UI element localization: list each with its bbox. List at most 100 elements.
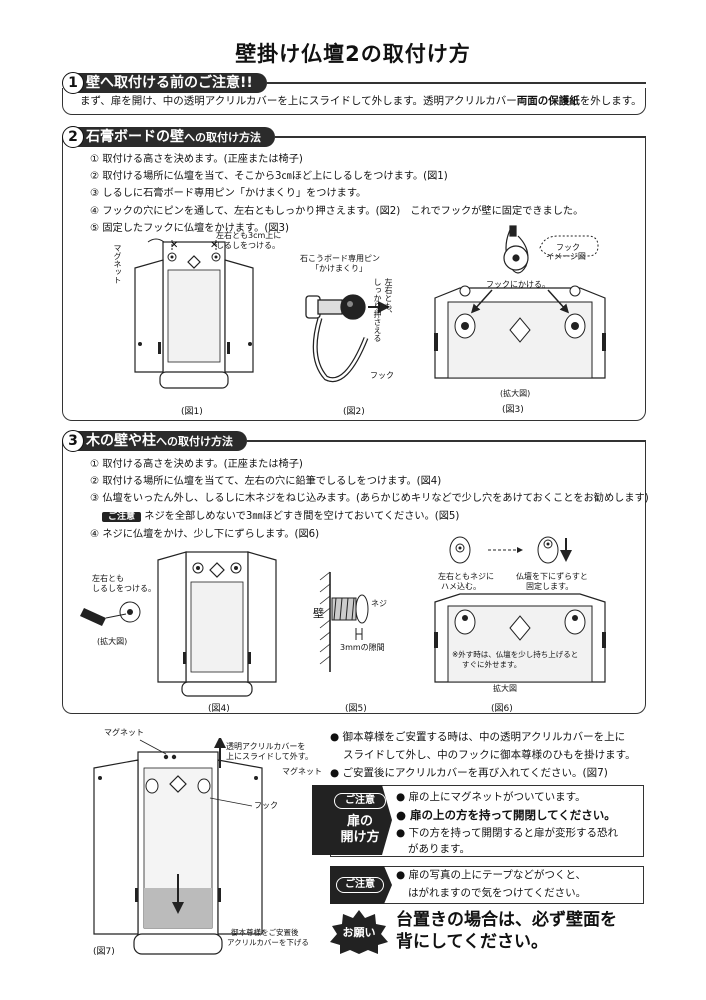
fig2-press-2: しっかり押さえる (373, 278, 382, 342)
fig3-caption: (図3) (502, 405, 524, 415)
fig2-hook-label: フック (370, 371, 394, 380)
fig3-image-label-2: イメージ図 (546, 252, 586, 261)
caution-line: ご注意 ネジを全部しめないで3㎜ほどすき間を空けておいてください。(図5) (90, 508, 649, 526)
label-sub: への取付け方法 (156, 435, 233, 448)
fig3-zoom-label: (拡大図) (500, 389, 531, 398)
figure-7-drawing (93, 738, 263, 955)
fig7-after-1: 御本尊様をご安置後 (231, 928, 299, 937)
fig3-hang-label: フックにかける。 (486, 280, 550, 289)
divider (266, 82, 646, 84)
step: ③ 仏壇をいったん外し、しるしに木ネジをねじ込みます。(あらかじめキリなどで少し… (90, 493, 649, 505)
divider (275, 136, 646, 138)
section-number: 3 (62, 430, 84, 452)
fig6-c-1: ※外す時は、仏壇を少し持ち上げると (452, 650, 579, 659)
caution-door-tag: ご注意 (334, 793, 386, 809)
note-text: 御本尊様をご安置する時は、中の透明アクリルカバーを上に (342, 731, 626, 743)
figure-5-drawing (319, 571, 369, 672)
label-sub: への取付け方法 (184, 131, 261, 144)
fig7-after-2: アクリルカバーを下げる (227, 938, 309, 947)
step: ④ フックの穴にピンを通して、左右ともしっかり押さえます。(図2) これでフック… (90, 205, 584, 217)
label-main: 木の壁や柱 (86, 433, 156, 449)
request-line-1: 台置きの場合は、必ず壁面を (396, 910, 617, 930)
figure-1-drawing: ✕ ✕ (134, 238, 254, 389)
fig7-hook: フック (254, 801, 278, 810)
fig6-a-2: ハメ込む。 (441, 582, 481, 591)
fig4-mark-1: 左右とも (92, 574, 124, 583)
figure-6-drawing (434, 536, 606, 683)
request-tag-shape (330, 910, 388, 954)
fig3-image-label-1: フック (556, 243, 580, 252)
fig2-pin-label-2: 「かけまくり」 (311, 264, 367, 273)
section-1-header: 1 壁へ取付ける前のご注意!! (62, 72, 646, 94)
fig6-b-1: 仏壇を下にずらすと (516, 572, 588, 581)
request-line-2: 背にしてください。 (396, 932, 548, 952)
step: ② 取付ける場所に仏壇を当てて、左右の穴に鉛筆でしるしをつけます。(図4) (90, 476, 442, 488)
section-2-steps: ① 取付ける高さを決めます。(正座または椅子) ② 取付ける場所に仏壇を当て、そ… (90, 151, 583, 237)
svg-text:✕: ✕ (210, 240, 218, 251)
fig5-wall-label: 壁 (313, 607, 324, 620)
section-2-box (62, 137, 646, 421)
fig2-caption: (図2) (343, 407, 365, 417)
fig1-magnet-label: マグネット (113, 244, 122, 284)
fig7-cover-1: 透明アクリルカバーを (226, 742, 306, 751)
svg-text:✕: ✕ (170, 240, 178, 251)
fig4-mark-2: しるしをつける。 (92, 584, 156, 593)
fig7-cover-2: 上にスライドして外す。 (226, 752, 313, 761)
step: ④ ネジに仏壇をかけ、少し下にずらします。(図6) (90, 528, 320, 540)
caution-photo-tag-shape (330, 866, 392, 904)
note-bullet-1: ● 御本尊様をご安置する時は、中の透明アクリルカバーを上に (330, 731, 626, 743)
fig6-zoom-label: 拡大図 (493, 684, 517, 693)
section-2-header: 2 石膏ボードの壁への取付け方法 (62, 126, 646, 148)
note-bullet-1-cont: スライドして外し、中のフックに御本尊様のひもを掛けます。 (343, 749, 636, 761)
caution-door-tag-shape (312, 785, 392, 855)
fig1-caption: (図1) (181, 407, 203, 417)
fig2-pin-label-1: 石こうボード専用ピン (300, 254, 380, 263)
text-part: を外します。 (579, 95, 642, 107)
fig7-magnet-top: マグネット (104, 728, 144, 737)
step: ① 取付ける高さを決めます。(正座または椅子) (90, 459, 303, 470)
step: ① 取付ける高さを決めます。(正座または椅子) (90, 154, 303, 165)
caution-door-sub-2: 開け方 (340, 830, 380, 845)
fig4-zoom-drawing (80, 601, 141, 626)
fig5-caption: (図5) (345, 704, 367, 714)
fig6-c-2: すぐに外せます。 (462, 660, 522, 669)
figure-3-drawing (434, 225, 606, 379)
caution-door-sub-1: 扉の (346, 814, 373, 829)
fig6-a-1: 左右ともネジに (438, 572, 494, 581)
section-1-text: まず、扉を開け、中の透明アクリルカバーを上にスライドして外します。透明アクリルカ… (80, 93, 642, 110)
caution-door-line-1: ● 扉の上にマグネットがついています。 (396, 791, 586, 803)
fig5-gap-label: 3mmの隙間 (340, 643, 385, 652)
label-main: 石膏ボードの壁 (86, 129, 184, 145)
section-3-box (62, 441, 646, 714)
fig4-caption: (図4) (208, 704, 230, 714)
fig6-caption: (図6) (491, 704, 513, 714)
section-3-steps: ① 取付ける高さを決めます。(正座または椅子) ② 取付ける場所に仏壇を当てて、… (90, 456, 649, 543)
fig1-note-1: 左右とも3cm上に (216, 231, 282, 240)
caution-photo-line-1: ● 扉の写真の上にテープなどがつくと、 (396, 869, 586, 881)
caution-door-line-4: があります。 (408, 843, 470, 855)
text-bold: 両面の保護紙 (516, 95, 580, 107)
fig1-note-2: しるしをつける。 (216, 241, 280, 250)
note-bullet-2: ● ご安置後にアクリルカバーを再び入れてください。(図7) (330, 767, 608, 779)
caution-photo-tag: ご注意 (336, 877, 384, 893)
page-title: 壁掛け仏壇2の取付け方 (235, 42, 471, 66)
caution-door-line-2: ● 扉の上の方を持って開閉してください。 (396, 808, 616, 822)
fig6-b-2: 固定します。 (526, 582, 574, 591)
fig4-zoom-label: (拡大図) (97, 637, 128, 646)
caution-photo-line-2: はがれますので気をつけてください。 (408, 887, 587, 899)
section-number: 1 (62, 72, 84, 94)
caution-door-line-3: ● 下の方を持って開閉すると扉が変形する恐れ (396, 827, 618, 839)
caution-badge: ご注意 (102, 511, 142, 522)
note-text: ご安置後にアクリルカバーを再び入れてください。(図7) (342, 767, 608, 779)
figure-4-drawing (157, 551, 277, 697)
step: ③ しるしに石膏ボード専用ピン「かけまくり」をつけます。 (90, 188, 367, 200)
section-label: 石膏ボードの壁への取付け方法 (78, 127, 275, 147)
step: ② 取付ける場所に仏壇を当て、そこから3㎝ほど上にしるしをつけます。(図1) (90, 171, 448, 183)
section-label: 壁へ取付ける前のご注意!! (78, 73, 267, 93)
figure-2-drawing (305, 294, 390, 382)
section-3-header: 3 木の壁や柱への取付け方法 (62, 430, 646, 452)
request-tag: お願い (342, 926, 376, 939)
fig7-magnet-side: マグネット (282, 767, 322, 776)
fig7-caption: (図7) (93, 947, 115, 957)
section-label: 木の壁や柱への取付け方法 (78, 431, 247, 451)
